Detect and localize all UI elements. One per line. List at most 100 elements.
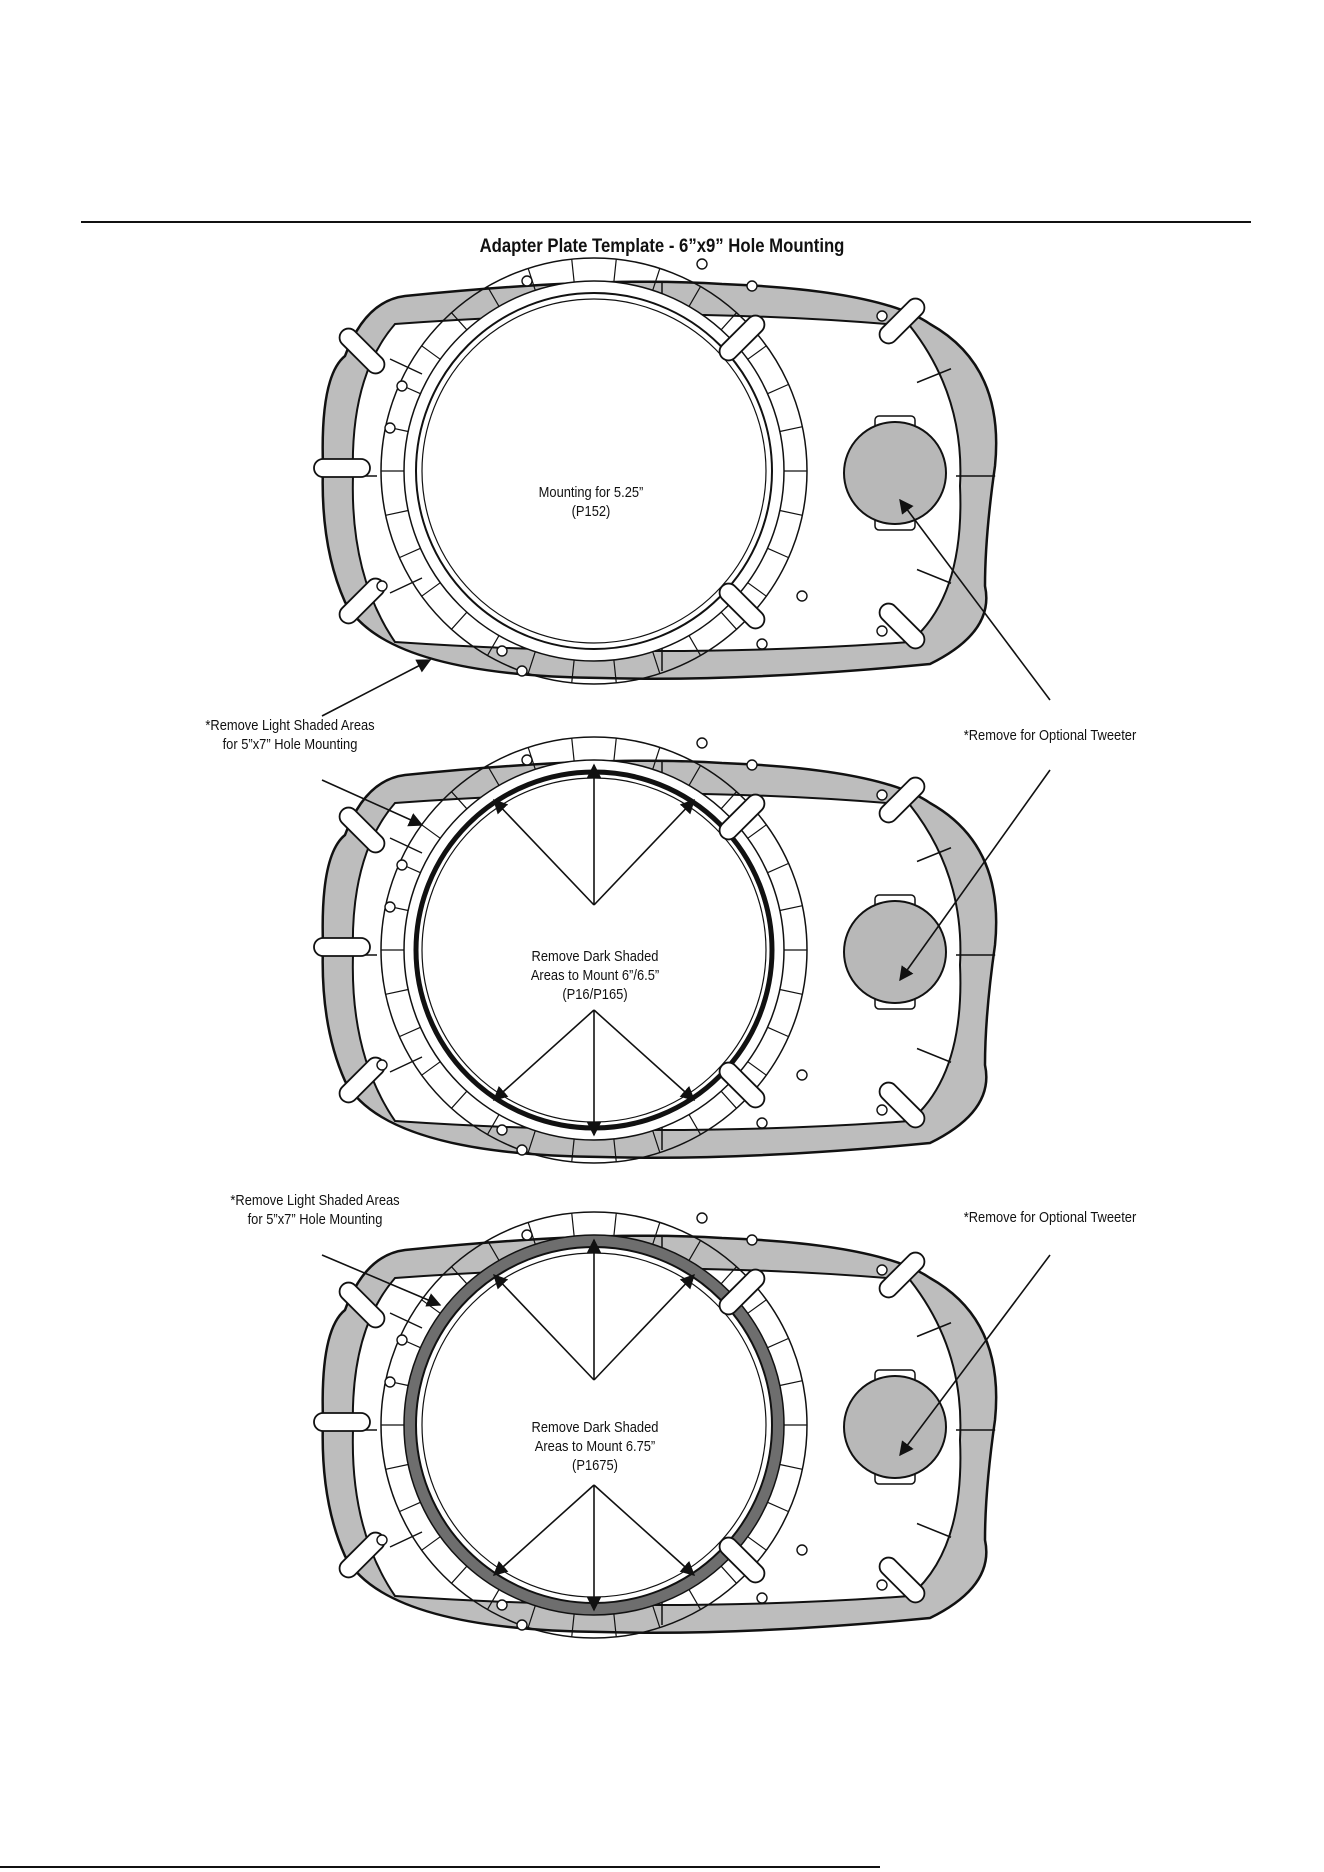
- arrow-to-dark-shade: [493, 798, 595, 906]
- speaker-ring-rib: [399, 1026, 421, 1038]
- screw-hole: [746, 759, 758, 771]
- plate-rib: [916, 368, 952, 384]
- plate-3-label: Remove Dark Shaded Areas to Mount 6.75” …: [513, 1418, 676, 1475]
- screw-hole: [696, 1212, 708, 1224]
- speaker-ring-rib: [486, 1240, 500, 1261]
- callout-leader-arrow: [899, 769, 1051, 982]
- plate-rib: [389, 837, 423, 854]
- mounting-slot: [718, 314, 766, 362]
- speaker-ring-rib: [779, 905, 803, 912]
- arrows-layer: [321, 498, 1051, 1612]
- speaker-ring-rib: [720, 791, 737, 810]
- callout-leader-arrow: [899, 1254, 1051, 1457]
- screw-hole: [496, 1599, 508, 1611]
- screw-hole: [376, 1534, 388, 1546]
- screw-hole: [376, 580, 388, 592]
- plate-3-label-line-3: (P1675): [572, 1457, 618, 1474]
- speaker-ring-rib: [451, 611, 468, 630]
- mounting-slot: [878, 1081, 926, 1129]
- plate-2-label: Remove Dark Shaded Areas to Mount 6”/6.5…: [513, 947, 676, 1004]
- plate-2-label-line-2: Areas to Mount 6”/6.5”: [530, 967, 660, 984]
- speaker-ring-rib: [767, 862, 789, 874]
- speaker-ring-rib: [451, 312, 468, 331]
- plate-rib: [389, 577, 423, 594]
- plates-layer: [313, 257, 998, 1639]
- speaker-ring-rib: [747, 1536, 767, 1551]
- mounting-slot: [313, 937, 371, 957]
- plate-2-label-line-1: Remove Dark Shaded: [531, 948, 659, 965]
- plate-1-label-line-1: Mounting for 5.25”: [538, 484, 644, 501]
- arrow-to-dark-shade: [493, 1273, 595, 1381]
- light-shaded-callout-2-line-1: *Remove Light Shaded Areas: [230, 1192, 400, 1209]
- speaker-ring-rib: [421, 582, 441, 597]
- arrow-to-dark-shade: [593, 1273, 695, 1381]
- mounting-slot: [878, 1556, 926, 1604]
- mounting-slot: [878, 297, 926, 345]
- speaker-ring-rib: [421, 1536, 441, 1551]
- plate-3-label-line-1: Remove Dark Shaded: [531, 1419, 659, 1436]
- screw-hole: [496, 645, 508, 657]
- tweeter-callout-1: *Remove for Optional Tweeter: [951, 726, 1149, 745]
- screw-hole: [516, 1619, 528, 1631]
- screw-hole: [376, 1059, 388, 1071]
- speaker-ring-rib: [779, 1380, 803, 1387]
- speaker-ring-rib: [767, 1337, 789, 1349]
- mounting-slot: [338, 806, 386, 854]
- speaker-ring-rib: [688, 1240, 702, 1261]
- speaker-ring-rib: [399, 1501, 421, 1513]
- screw-hole: [384, 422, 396, 434]
- plate-1-label-line-2: (P152): [571, 503, 611, 520]
- callout-leader-arrow: [899, 498, 1051, 701]
- plate-rib: [916, 1047, 952, 1063]
- plate-rib: [916, 1522, 952, 1538]
- mounting-slot: [338, 1281, 386, 1329]
- screw-hole: [756, 638, 768, 650]
- speaker-ring-rib: [613, 738, 617, 762]
- speaker-ring-rib: [527, 651, 536, 674]
- speaker-ring-rib: [385, 988, 409, 995]
- speaker-cutout: [415, 292, 773, 650]
- speaker-ring-rib: [571, 1613, 575, 1637]
- screw-hole: [516, 665, 528, 677]
- page-title: Adapter Plate Template - 6”x9” Hole Moun…: [479, 236, 845, 257]
- screw-hole: [384, 1376, 396, 1388]
- speaker-ring-rib: [747, 1299, 767, 1314]
- speaker-ring-rib: [747, 1061, 767, 1076]
- speaker-ring-rib: [571, 1138, 575, 1162]
- plate-1: [313, 257, 998, 685]
- speaker-ring-rib: [486, 635, 500, 656]
- speaker-ring-rib: [720, 1090, 737, 1109]
- plate-2-label-line-3: (P16/P165): [562, 986, 628, 1003]
- screw-hole: [756, 1117, 768, 1129]
- speaker-ring-rib: [652, 1130, 661, 1153]
- tweeter-callout-2-line-1: *Remove for Optional Tweeter: [963, 1209, 1137, 1226]
- screw-hole: [696, 258, 708, 270]
- callout-leader-arrow: [321, 1254, 442, 1307]
- speaker-ring-rib: [451, 1266, 468, 1285]
- screw-hole: [496, 1124, 508, 1136]
- speaker-ring-rib: [688, 765, 702, 786]
- speaker-ring-rib: [652, 1222, 661, 1245]
- screw-hole: [796, 1544, 808, 1556]
- speaker-ring-rib: [688, 286, 702, 307]
- tweeter-knockout: [843, 1375, 947, 1479]
- speaker-ring-rib: [399, 547, 421, 559]
- speaker-ring-rib: [779, 426, 803, 433]
- top-rule: [81, 221, 1251, 223]
- speaker-ring-rib: [571, 738, 575, 762]
- arrow-to-dark-shade: [593, 1484, 696, 1576]
- speaker-ring-rib: [571, 659, 575, 683]
- screw-hole: [796, 1069, 808, 1081]
- speaker-ring-rib: [451, 791, 468, 810]
- screw-hole: [746, 1234, 758, 1246]
- speaker-ring-rib: [779, 988, 803, 995]
- speaker-ring-rib: [767, 547, 789, 559]
- screw-hole: [876, 1104, 888, 1116]
- screw-hole: [796, 590, 808, 602]
- tweeter-callout-1-line-1: *Remove for Optional Tweeter: [963, 727, 1137, 744]
- light-shaded-callout-2-line-2: for 5”x7” Hole Mounting: [247, 1211, 383, 1228]
- speaker-ring-rib: [385, 509, 409, 516]
- speaker-ring-rib: [613, 1613, 617, 1637]
- screw-hole: [384, 901, 396, 913]
